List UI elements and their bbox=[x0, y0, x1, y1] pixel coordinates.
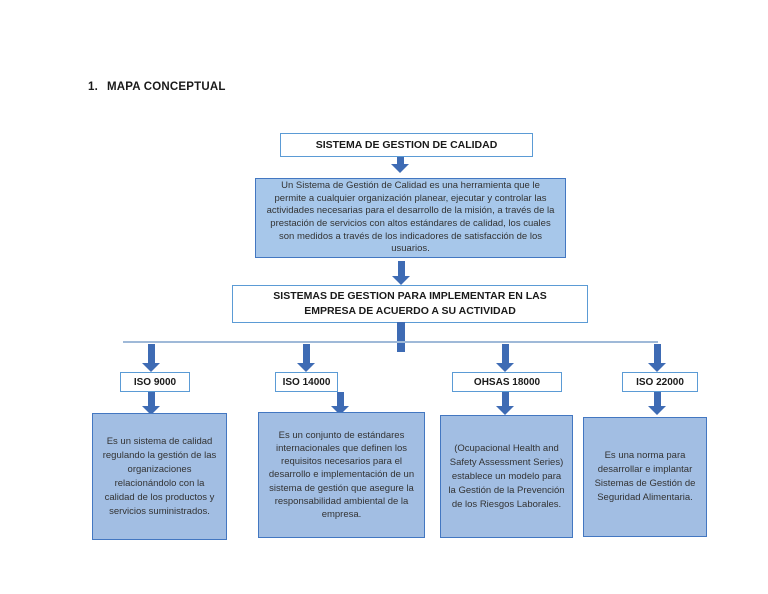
arrow-down-icon bbox=[138, 392, 164, 415]
branch-distribution-line bbox=[123, 341, 658, 343]
arrow-shaft bbox=[501, 344, 509, 363]
arrow-shaft bbox=[397, 261, 405, 276]
arrow-shaft bbox=[653, 392, 661, 406]
connector-bar bbox=[397, 322, 405, 352]
description-iso-22000-text: Es una norma para desarrollar e implanta… bbox=[594, 450, 696, 503]
description-iso-14000: Es un conjunto de estándares internacion… bbox=[258, 412, 425, 538]
arrow-down-icon bbox=[492, 392, 518, 415]
arrow-head bbox=[142, 406, 160, 415]
arrow-shaft bbox=[147, 344, 155, 363]
root-description-text: Un Sistema de Gestión de Calidad es una … bbox=[266, 180, 555, 255]
arrow-down-icon bbox=[388, 261, 414, 285]
description-iso-22000: Es una norma para desarrollar e implanta… bbox=[583, 417, 707, 537]
root-description-box: Un Sistema de Gestión de Calidad es una … bbox=[255, 178, 566, 258]
section-number: 1. bbox=[88, 81, 98, 93]
arrow-shaft bbox=[147, 392, 155, 406]
arrow-down-icon bbox=[492, 344, 518, 372]
description-iso-14000-text: Es un conjunto de estándares internacion… bbox=[268, 429, 415, 520]
arrow-down-icon bbox=[327, 392, 353, 415]
arrow-down-icon bbox=[644, 344, 670, 372]
description-ohsas-18000: (Ocupacional Health and Safety Assessmen… bbox=[440, 415, 573, 538]
arrow-head bbox=[648, 363, 666, 372]
section-heading: 1. MAPA CONCEPTUAL bbox=[88, 81, 226, 93]
node-ohsas-18000: OHSAS 18000 bbox=[452, 372, 562, 392]
description-iso-9000-text: Es un sistema de calidad regulando la ge… bbox=[102, 435, 217, 517]
section-title: MAPA CONCEPTUAL bbox=[107, 81, 226, 93]
arrow-down-icon bbox=[387, 157, 413, 173]
node-iso-14000-label: ISO 14000 bbox=[282, 376, 331, 388]
node-group-label: SISTEMAS DE GESTION PARA IMPLEMENTAR EN … bbox=[273, 290, 547, 317]
node-root-label: SISTEMA DE GESTION DE CALIDAD bbox=[315, 139, 498, 151]
node-iso-9000: ISO 9000 bbox=[120, 372, 190, 392]
node-group: SISTEMAS DE GESTION PARA IMPLEMENTAR EN … bbox=[232, 285, 588, 323]
arrow-down-icon bbox=[293, 344, 319, 372]
arrow-shaft bbox=[501, 392, 509, 406]
arrow-down-icon bbox=[644, 392, 670, 415]
description-ohsas-18000-text: (Ocupacional Health and Safety Assessmen… bbox=[448, 442, 565, 510]
node-ohsas-18000-label: OHSAS 18000 bbox=[473, 376, 541, 388]
arrow-head bbox=[331, 406, 349, 415]
node-iso-9000-label: ISO 9000 bbox=[133, 376, 177, 388]
arrow-head bbox=[392, 276, 410, 285]
arrow-head bbox=[648, 406, 666, 415]
arrow-head bbox=[297, 363, 315, 372]
description-iso-9000: Es un sistema de calidad regulando la ge… bbox=[92, 413, 227, 540]
arrow-down-icon bbox=[138, 344, 164, 372]
arrow-shaft bbox=[396, 157, 404, 164]
node-iso-22000: ISO 22000 bbox=[622, 372, 698, 392]
arrow-shaft bbox=[653, 344, 661, 363]
arrow-shaft bbox=[302, 344, 310, 363]
arrow-head bbox=[496, 406, 514, 415]
node-iso-22000-label: ISO 22000 bbox=[636, 376, 684, 388]
arrow-shaft bbox=[336, 392, 344, 406]
arrow-head bbox=[142, 363, 160, 372]
node-iso-14000: ISO 14000 bbox=[275, 372, 338, 392]
arrow-head bbox=[391, 164, 409, 173]
node-root: SISTEMA DE GESTION DE CALIDAD bbox=[280, 133, 533, 157]
arrow-head bbox=[496, 363, 514, 372]
